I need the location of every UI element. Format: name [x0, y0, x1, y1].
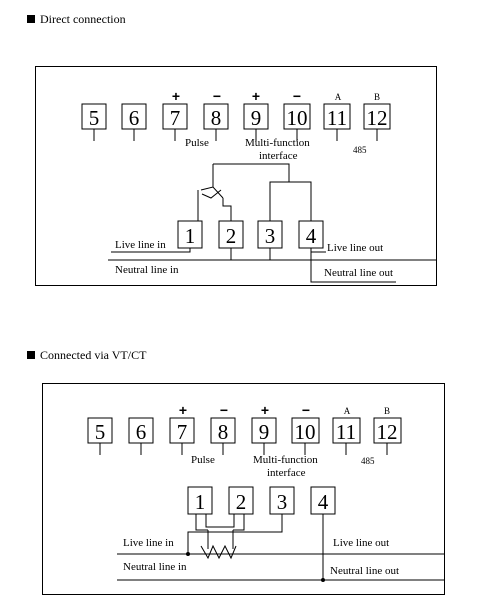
- rs485-label: 485: [361, 456, 375, 466]
- power-terminal-2: 2: [228, 486, 254, 515]
- neutral-line-in-label: Neutral line in: [123, 561, 187, 573]
- external-lines: [117, 553, 444, 581]
- terminal-8: 8: [210, 417, 236, 455]
- terminal-number: 4: [306, 224, 317, 248]
- live-line-in-label: Live line in: [115, 239, 166, 251]
- terminal-number: 10: [287, 106, 308, 130]
- terminal-number: 12: [367, 106, 388, 130]
- terminal-6: 6: [121, 103, 147, 141]
- terminal-7: 7: [169, 417, 195, 455]
- wiring-diagram-vt-ct: + − + − A B 5 6 7 8 9: [42, 383, 445, 595]
- terminal-number: 11: [327, 106, 347, 130]
- terminal-number: 8: [218, 420, 229, 444]
- section-heading-vt-ct: Connected via VT/CT: [27, 348, 146, 362]
- section-heading-direct: Direct connection: [27, 12, 126, 26]
- power-terminal-3: 3: [257, 220, 283, 249]
- terminal-9: 9: [251, 417, 277, 455]
- plus-mark-7: +: [172, 88, 180, 104]
- terminal-10: 10: [283, 103, 311, 141]
- terminal-number: 6: [129, 106, 140, 130]
- minus-mark-10: −: [302, 402, 310, 418]
- rs485-label: 485: [353, 145, 367, 155]
- terminal-5: 5: [87, 417, 113, 455]
- plus-mark-9: +: [261, 402, 269, 418]
- terminal-number: 10: [295, 420, 316, 444]
- rs485-a-label: A: [344, 406, 351, 416]
- pulse-label: Pulse: [191, 454, 215, 466]
- power-terminal-4: 4: [310, 486, 336, 515]
- multi-function-label: Multi-function: [245, 137, 310, 149]
- terminal-number: 9: [259, 420, 270, 444]
- square-bullet-icon: [27, 15, 35, 23]
- interface-label: interface: [267, 467, 306, 479]
- power-terminal-2: 2: [218, 220, 244, 249]
- plus-mark-7: +: [179, 402, 187, 418]
- live-line-out-label: Live line out: [327, 242, 383, 254]
- wiring-svg: + − + − A B 5 6 7 8 9: [81, 88, 436, 283]
- neutral-line-in-label: Neutral line in: [115, 264, 179, 276]
- terminal-number: 1: [185, 224, 196, 248]
- rs485-a-label: A: [335, 92, 342, 102]
- power-terminal-4: 4: [298, 220, 324, 249]
- terminal-7: 7: [162, 103, 188, 141]
- current-transformer-wiring: [186, 514, 325, 582]
- terminal-5: 5: [81, 103, 107, 141]
- terminal-11: 11: [332, 417, 361, 455]
- terminal-number: 7: [177, 420, 188, 444]
- terminal-number: 3: [277, 490, 288, 514]
- terminal-number: 7: [170, 106, 181, 130]
- terminal-number: 1: [195, 490, 206, 514]
- terminal-number: 5: [89, 106, 100, 130]
- terminal-number: 2: [236, 490, 247, 514]
- wiring-svg: + − + − A B 5 6 7 8 9: [87, 402, 444, 582]
- terminal-number: 6: [136, 420, 147, 444]
- terminal-10: 10: [291, 417, 320, 455]
- terminal-number: 4: [318, 490, 329, 514]
- power-terminal-1: 1: [187, 486, 213, 515]
- terminal-8: 8: [203, 103, 229, 141]
- terminal-11: 11: [323, 103, 351, 141]
- live-line-out-label: Live line out: [333, 537, 389, 549]
- terminal-12: 12: [363, 103, 391, 141]
- terminal-6: 6: [128, 417, 154, 455]
- terminal-number: 11: [336, 420, 356, 444]
- terminal-number: 12: [377, 420, 398, 444]
- neutral-line-out-label: Neutral line out: [330, 565, 399, 577]
- section-title: Direct connection: [40, 12, 126, 26]
- pulse-label: Pulse: [185, 137, 209, 149]
- internal-wiring: [197, 163, 312, 221]
- minus-mark-8: −: [220, 402, 228, 418]
- plus-mark-9: +: [252, 88, 260, 104]
- square-bullet-icon: [27, 351, 35, 359]
- minus-mark-10: −: [293, 88, 301, 104]
- terminal-9: 9: [243, 103, 269, 141]
- multi-function-label: Multi-function: [253, 454, 318, 466]
- terminal-number: 8: [211, 106, 222, 130]
- power-terminal-1: 1: [177, 220, 203, 249]
- neutral-line-out-label: Neutral line out: [324, 267, 393, 279]
- terminal-12: 12: [373, 417, 402, 455]
- terminal-number: 2: [226, 224, 237, 248]
- power-terminal-3: 3: [269, 486, 295, 515]
- rs485-b-label: B: [374, 92, 380, 102]
- interface-label: interface: [259, 150, 298, 162]
- terminal-number: 3: [265, 224, 276, 248]
- terminal-number: 5: [95, 420, 106, 444]
- rs485-b-label: B: [384, 406, 390, 416]
- minus-mark-8: −: [213, 88, 221, 104]
- live-line-in-label: Live line in: [123, 537, 174, 549]
- terminal-number: 9: [251, 106, 262, 130]
- wiring-diagram-direct: + − + − A B 5 6 7 8 9: [35, 66, 437, 286]
- external-lines: [108, 248, 436, 283]
- section-title: Connected via VT/CT: [40, 348, 147, 362]
